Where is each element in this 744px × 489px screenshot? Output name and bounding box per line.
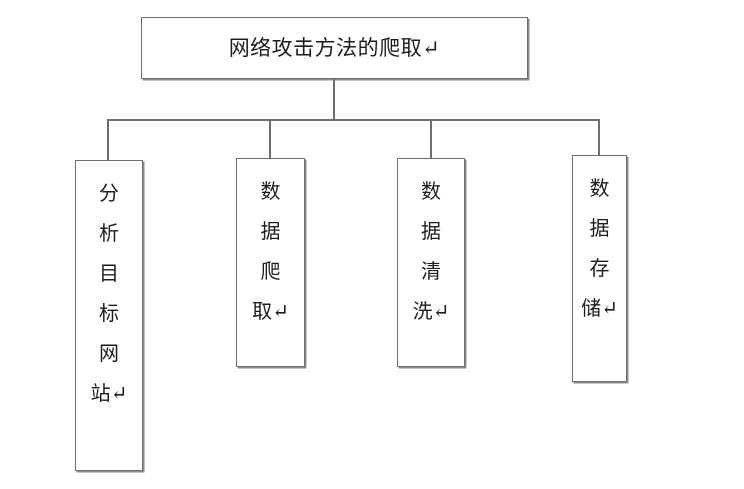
connector-drop-to-child-3 xyxy=(430,119,432,159)
root-node-label: 网络攻击方法的爬取↵ xyxy=(228,35,441,60)
child-node-label-data-storage: 数 据 存 储↵ xyxy=(581,176,618,320)
child-node-box-data-cleaning[interactable]: 数 据 清 洗↵ xyxy=(397,158,465,367)
child-node-box-analyze-target-site[interactable]: 分 析 目 标 网 站↵ xyxy=(75,160,143,471)
connector-drop-to-child-1 xyxy=(107,119,109,161)
child-node-label-data-cleaning: 数 据 清 洗↵ xyxy=(412,179,450,323)
connector-branch-bus xyxy=(107,119,600,121)
child-node-box-data-storage[interactable]: 数 据 存 储↵ xyxy=(572,155,627,382)
connector-drop-to-child-2 xyxy=(269,119,271,159)
connector-drop-to-child-4 xyxy=(598,119,600,156)
root-node-box[interactable]: 网络攻击方法的爬取↵ xyxy=(141,17,528,79)
child-node-box-data-crawling[interactable]: 数 据 爬 取↵ xyxy=(236,158,305,367)
child-node-label-data-crawling: 数 据 爬 取↵ xyxy=(252,179,289,323)
connector-trunk-stem xyxy=(333,79,335,120)
child-node-label-analyze-target-site: 分 析 目 标 网 站↵ xyxy=(90,181,128,405)
